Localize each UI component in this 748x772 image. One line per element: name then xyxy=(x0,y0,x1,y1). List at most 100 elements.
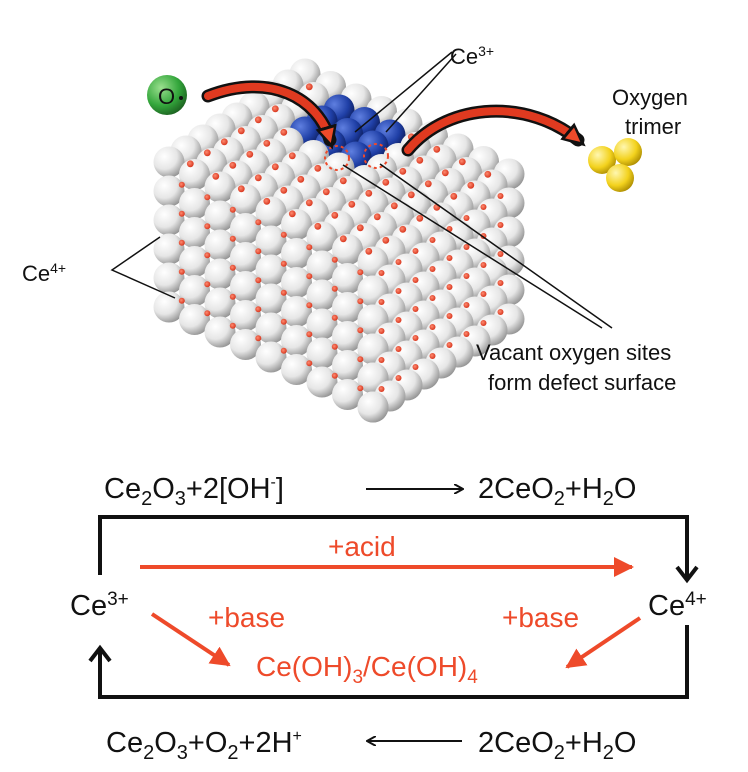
oxygen-site-dot xyxy=(390,202,398,210)
oxygen-site-dot xyxy=(407,191,415,199)
oxygen-site-dot xyxy=(331,211,339,219)
ceria-sphere xyxy=(153,204,185,236)
ceria-sphere xyxy=(179,246,210,277)
ceria-sphere xyxy=(306,308,338,340)
oxygen-site-dot xyxy=(204,310,211,317)
oxygen-site-dot xyxy=(416,156,424,164)
hydroxide-product: Ce(OH)3/Ce(OH)4 xyxy=(256,651,478,688)
ceria-sphere xyxy=(332,234,363,265)
oxidation-path xyxy=(98,515,689,577)
oxygen-site-dot xyxy=(305,199,313,207)
oxygen-site-dot xyxy=(480,204,487,210)
oxidation-arrowhead xyxy=(675,565,699,584)
oxygen-site-dot xyxy=(395,375,402,381)
oxygen-site-dot xyxy=(280,186,288,194)
ce3-leader-line-2 xyxy=(385,53,457,133)
oxygen-site-dot xyxy=(212,172,220,180)
oxygen-site-dot xyxy=(229,322,236,329)
ceria-sphere xyxy=(230,300,261,331)
oxygen-site-dot xyxy=(467,181,475,189)
ceria-sphere xyxy=(281,238,312,269)
acid-label: +acid xyxy=(328,531,396,562)
oxygen-site-dot xyxy=(255,335,262,342)
ceria-sphere xyxy=(332,263,363,294)
top-equation-reactants: Ce2O3+2[OH-] xyxy=(104,473,284,510)
top-equation-products: 2CeO2+H2O xyxy=(478,473,636,510)
oxygen-site-dot xyxy=(463,215,470,221)
oxygen-site-dot xyxy=(178,181,185,188)
ceria-sphere xyxy=(281,296,312,327)
oxygen-site-dot xyxy=(446,342,453,348)
oxygen-site-dot xyxy=(429,353,436,359)
oxygen-site-dot xyxy=(254,174,262,182)
ceria-sphere xyxy=(332,350,363,381)
oxygen-site-dot xyxy=(246,150,254,158)
ceria-sphere xyxy=(204,171,236,203)
vacancy-circle-left xyxy=(324,145,350,171)
oxygen-site-dot xyxy=(178,239,185,246)
ce3-node: Ce3+ xyxy=(70,589,129,622)
oxygen-site-dot xyxy=(497,193,504,199)
oxygen-site-dot xyxy=(480,262,487,268)
oxygen-site-dot xyxy=(378,270,385,276)
oxygen-site-dot xyxy=(446,313,453,319)
oxygen-trimer-label-1: Oxygen xyxy=(612,85,688,110)
oxygen-site-dot xyxy=(412,306,419,312)
oxygen-site-dot xyxy=(331,372,338,379)
oxygen-site-dot xyxy=(280,260,287,267)
oxygen-site-dot xyxy=(395,346,402,352)
oxygen-site-dot xyxy=(280,347,287,354)
oxygen-site-dot xyxy=(339,177,347,185)
ceria-sphere xyxy=(255,283,287,315)
oxygen-site-dot xyxy=(395,288,402,294)
ceria-sphere xyxy=(230,184,261,215)
oxygen-site-dot xyxy=(237,185,245,193)
oxygen-site-dot xyxy=(255,277,262,284)
oxygen-site-dot xyxy=(446,284,453,290)
ceria-sphere xyxy=(230,271,261,302)
oxygen-site-dot xyxy=(220,138,228,146)
oxygen-site-dot xyxy=(357,269,364,276)
oxygen-site-dot xyxy=(412,277,419,283)
oxygen-site-dot xyxy=(255,248,262,255)
oxygen-site-dot xyxy=(255,306,262,313)
oxygen-site-dot xyxy=(229,264,236,271)
ce4-node: Ce4+ xyxy=(648,589,707,622)
oxygen-site-dot xyxy=(378,386,385,392)
ceria-sphere xyxy=(306,250,338,282)
oxygen-site-dot xyxy=(204,223,211,230)
ceria-sphere xyxy=(281,209,312,240)
oxygen-atom xyxy=(147,75,187,115)
oxygen-site-dot xyxy=(463,244,470,250)
bottom-equation-reactants: 2CeO2+H2O xyxy=(478,727,636,764)
ceria-sphere xyxy=(332,292,363,323)
oxygen-site-dot xyxy=(450,192,458,200)
oxygen-site-dot xyxy=(365,189,373,197)
ceria-sphere xyxy=(255,254,287,286)
ceria-sphere xyxy=(306,221,338,253)
oxygen-site-dot xyxy=(331,285,338,292)
oxygen-site-dot xyxy=(306,360,313,367)
ceria-sphere xyxy=(230,329,261,360)
oxygen-site-dot xyxy=(412,248,419,254)
ceria-sphere xyxy=(281,354,312,385)
oxygen-site-dot xyxy=(378,328,385,334)
bottom-equation-products: Ce2O3+O2+2H+ xyxy=(106,727,302,764)
ceria-sphere xyxy=(204,287,236,319)
oxygen-site-dot xyxy=(288,152,296,160)
oxygen-site-dot xyxy=(357,356,364,363)
oxygen-site-dot xyxy=(331,314,338,321)
oxygen-site-dot xyxy=(280,231,287,238)
oxygen-site-dot xyxy=(204,194,211,201)
oxygen-site-dot xyxy=(357,327,364,334)
oxygen-site-dot xyxy=(314,222,322,230)
oxygen-site-dot xyxy=(463,331,470,337)
oxygen-site-dot xyxy=(399,225,407,233)
oxygen-site-dot xyxy=(306,244,313,251)
oxygen-site-dot xyxy=(178,268,185,275)
oxygen-site-dot xyxy=(263,197,271,205)
ce4-callout-label: Ce4+ xyxy=(22,260,66,286)
oxygen-site-dot xyxy=(306,331,313,338)
oxygen-site-dot xyxy=(429,295,436,301)
